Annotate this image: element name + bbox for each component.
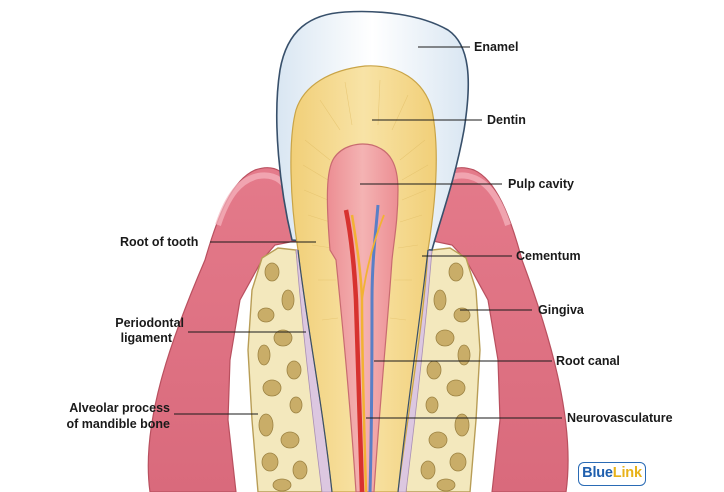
cementum-right xyxy=(397,249,429,492)
label-cementum: Cementum xyxy=(516,249,581,263)
label-dentin: Dentin xyxy=(487,113,526,127)
label-neurovasculature: Neurovasculature xyxy=(567,411,673,425)
cementum-left xyxy=(297,249,333,492)
leader-lines xyxy=(174,46,562,419)
trabeculae-left xyxy=(257,262,308,492)
nerve-branch xyxy=(361,214,385,301)
label-pulp-cavity: Pulp cavity xyxy=(508,177,574,191)
label-root-canal: Root canal xyxy=(556,354,620,368)
artery xyxy=(343,209,365,492)
trabeculae-right xyxy=(420,262,471,492)
label-alveolar-line2: of mandible bone xyxy=(66,417,170,431)
vein xyxy=(368,204,380,492)
label-periodontal-ligament-line2: ligament xyxy=(120,331,172,345)
nerve xyxy=(350,214,368,492)
label-alveolar-line1: Alveolar process xyxy=(69,401,170,415)
logo-part-link: Link xyxy=(612,465,642,481)
label-periodontal-ligament-line1: Periodontal xyxy=(115,316,184,330)
logo-part-blue: Blue xyxy=(582,465,613,481)
label-gingiva: Gingiva xyxy=(538,303,584,317)
label-root-of-tooth: Root of tooth xyxy=(120,235,199,249)
dentin-tubules xyxy=(302,79,429,321)
bluelink-logo: BlueLink xyxy=(578,462,646,486)
label-enamel: Enamel xyxy=(474,40,519,54)
